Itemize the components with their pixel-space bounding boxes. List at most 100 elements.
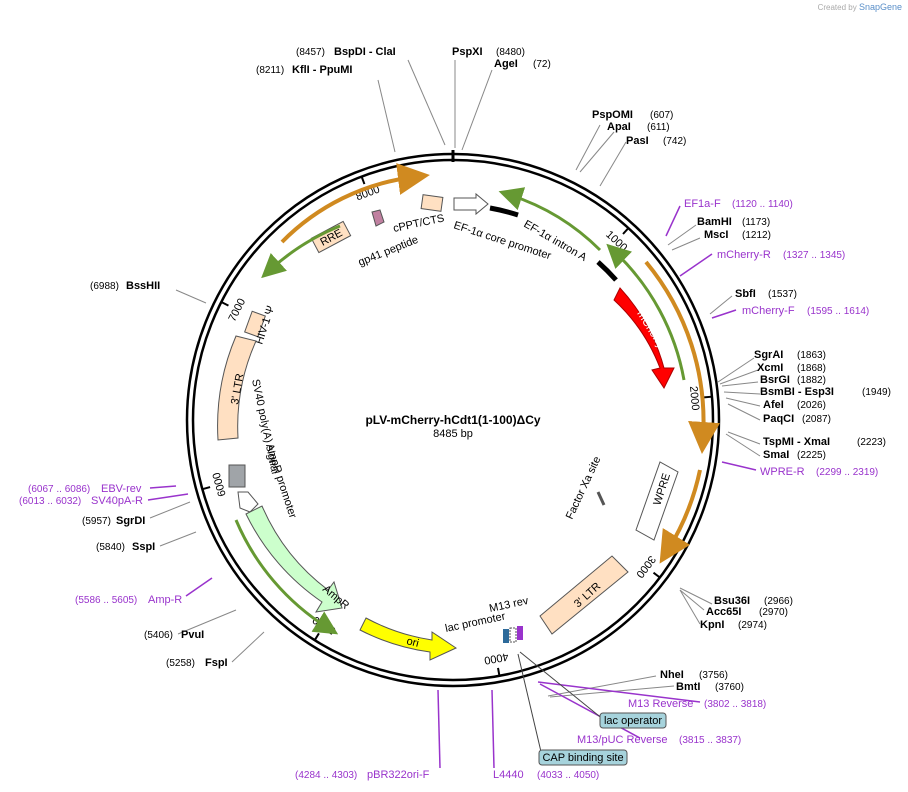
green-arrow-top-left bbox=[261, 224, 341, 279]
site-pos: (1949) bbox=[862, 387, 891, 398]
primer-name: pBR322ori-F bbox=[367, 769, 430, 781]
site-pos: (2966) bbox=[764, 596, 793, 607]
lac-promoter-box bbox=[503, 629, 509, 643]
site-pos: (8457) bbox=[296, 47, 325, 58]
lac-promoter-label: lac promoter bbox=[444, 610, 507, 635]
cap-binding-site-label: CAP binding site bbox=[542, 752, 623, 764]
site-name: SbfI bbox=[735, 288, 756, 300]
gp41-label: gp41 peptide bbox=[357, 234, 420, 269]
site-name: BssHII bbox=[126, 280, 160, 292]
site-name: XcmI bbox=[757, 362, 783, 374]
scale-tick bbox=[220, 301, 229, 307]
orange-arrow-right-upper bbox=[644, 260, 721, 454]
primer-leader-lines bbox=[147, 205, 757, 769]
site-pos: (6988) bbox=[90, 281, 119, 292]
boxed-leaders bbox=[517, 651, 605, 757]
m13-rev-label: M13 rev bbox=[488, 595, 530, 615]
primer-range: (1327 .. 1345) bbox=[783, 250, 845, 261]
ltr-left-label: 3' LTR bbox=[229, 373, 246, 406]
primer-name: L4440 bbox=[493, 769, 524, 781]
site-name: SgrDI bbox=[116, 515, 145, 527]
scale-tick bbox=[652, 571, 661, 579]
primer-name: WPRE-R bbox=[760, 466, 805, 478]
ef1a-intron-bar bbox=[596, 260, 618, 282]
site-name: BsrGI bbox=[760, 374, 790, 386]
site-pos: (1863) bbox=[797, 350, 826, 361]
factor-xa-label: Factor Xa site bbox=[564, 455, 604, 522]
primer-range: (3802 .. 3818) bbox=[704, 699, 766, 710]
ef1a-promoter-arrow bbox=[453, 192, 489, 216]
primer-name: mCherry-R bbox=[717, 249, 771, 261]
site-name: BsmBI - Esp3I bbox=[760, 386, 834, 398]
site-pos: (3760) bbox=[715, 682, 744, 693]
scale-tick bbox=[703, 395, 713, 399]
site-name: AgeI bbox=[494, 58, 518, 70]
primer-range: (6013 .. 6032) bbox=[19, 496, 81, 507]
site-name: PspXI bbox=[452, 46, 483, 58]
site-pos: (2223) bbox=[857, 437, 886, 448]
plasmid-name: pLV-mCherry-hCdt1(1-100)ΔCy bbox=[365, 413, 540, 427]
site-pos: (2087) bbox=[802, 414, 831, 425]
site-pos: (2026) bbox=[797, 400, 826, 411]
lac-operator-label: lac operator bbox=[604, 715, 662, 727]
credit-prefix: Created by bbox=[817, 3, 857, 12]
site-pos: (2970) bbox=[759, 607, 788, 618]
ampr-arrow[interactable] bbox=[245, 505, 343, 613]
ltr-right-box bbox=[539, 555, 629, 635]
primer-range: (2299 .. 2319) bbox=[816, 467, 878, 478]
site-pos: (72) bbox=[533, 59, 551, 70]
ef1a-intron-green-arrow bbox=[498, 187, 602, 252]
site-name: BmtI bbox=[676, 681, 700, 693]
site-pos: (3756) bbox=[699, 670, 728, 681]
site-pos: (8211) bbox=[256, 65, 284, 76]
site-name: ApaI bbox=[607, 121, 631, 133]
site-pos: (1212) bbox=[742, 230, 771, 241]
primer-range: (4284 .. 4303) bbox=[295, 770, 357, 781]
lac-operator-tag bbox=[599, 712, 667, 729]
snapgene-logo: SnapGene bbox=[858, 2, 902, 12]
site-name: BspDI - ClaI bbox=[334, 46, 396, 58]
orange-arrow-top-left bbox=[280, 163, 430, 244]
scale-tick bbox=[313, 632, 320, 641]
site-pos: (742) bbox=[663, 136, 686, 147]
scale-tick-label: 4000 bbox=[483, 650, 509, 666]
ampr-promoter-label: AmpR promoter bbox=[263, 442, 299, 520]
site-name: TspMI - XmaI bbox=[763, 436, 830, 448]
ampr-promoter-arrow bbox=[237, 491, 259, 513]
site-name: FspI bbox=[205, 657, 228, 669]
primer-name: Amp-R bbox=[148, 594, 182, 606]
site-name: SmaI bbox=[763, 449, 789, 461]
site-name: BamHI bbox=[697, 216, 732, 228]
site-pos: (8480) bbox=[496, 47, 525, 58]
site-pos: (5957) bbox=[82, 516, 111, 527]
mcherry-arrow[interactable] bbox=[613, 287, 675, 389]
site-pos: (1868) bbox=[797, 363, 826, 374]
scale-tick-label: 7000 bbox=[226, 297, 248, 324]
ori-arrow[interactable] bbox=[359, 617, 458, 661]
site-name: SspI bbox=[132, 541, 155, 553]
primer-range: (1595 .. 1614) bbox=[807, 306, 869, 317]
ef1a-intron-label: EF-1α intron A bbox=[522, 218, 590, 264]
cppt-label: cPPT/CTS bbox=[392, 212, 445, 235]
sv40-polya-box bbox=[228, 464, 246, 488]
site-name: PaqCI bbox=[763, 413, 794, 425]
lac-operator-box bbox=[509, 627, 517, 643]
site-name: Bsu36I bbox=[714, 595, 750, 607]
site-pos: (611) bbox=[647, 122, 670, 133]
factor-xa-mark bbox=[596, 491, 606, 506]
cppt-box bbox=[420, 194, 444, 212]
snapgene-credit: Created by SnapGene bbox=[818, 2, 902, 12]
wpre-box bbox=[635, 461, 679, 541]
site-name: PspOMI bbox=[592, 109, 633, 121]
scale-tick-label: 2000 bbox=[687, 386, 701, 411]
site-pos: (2974) bbox=[738, 620, 767, 631]
mcherry-green-arrow bbox=[606, 243, 686, 381]
primer-name: EBV-rev bbox=[101, 483, 142, 495]
site-name: PvuI bbox=[181, 629, 204, 641]
hiv-psi-box bbox=[244, 310, 266, 338]
site-pos: (1537) bbox=[768, 289, 797, 300]
primer-range: (1120 .. 1140) bbox=[732, 199, 793, 210]
enzyme-labels: (8457) BspDI - ClaI (8211) KflI - PpuMI … bbox=[82, 46, 891, 693]
primer-name: EF1a-F bbox=[684, 198, 721, 210]
scale-tick bbox=[622, 227, 630, 235]
